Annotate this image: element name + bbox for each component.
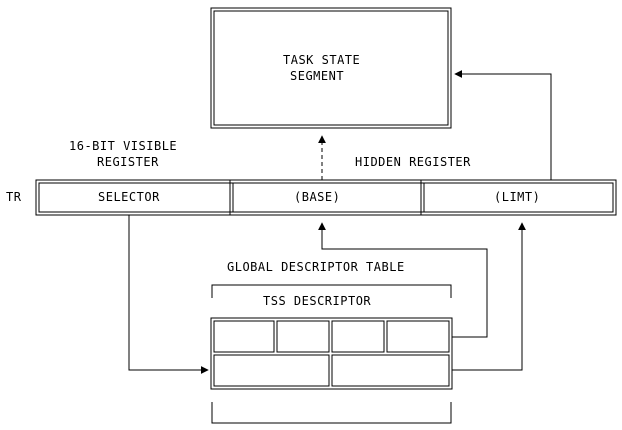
descriptor-to-limit-arrow xyxy=(452,222,526,371)
tss-descriptor-label: TSS DESCRIPTOR xyxy=(263,294,372,308)
selector-to-descriptor-arrow xyxy=(128,215,209,374)
visible-register-label-line2: REGISTER xyxy=(97,155,159,169)
tss-label-line1: TASK STATE xyxy=(283,53,361,67)
descriptor-to-base-arrow xyxy=(318,222,488,338)
visible-register-label-line1: 16-BIT VISIBLE xyxy=(69,139,178,153)
task-state-segment-box xyxy=(210,7,452,129)
tss-label-line2: SEGMENT xyxy=(290,69,345,83)
base-field: (BASE) xyxy=(294,190,341,204)
gdt-structure xyxy=(210,284,453,424)
limit-field: (LIMT) xyxy=(494,190,541,204)
selector-field: SELECTOR xyxy=(98,190,160,204)
hidden-register-label: HIDDEN REGISTER xyxy=(355,155,471,169)
tr-label: TR xyxy=(6,190,22,204)
task-register xyxy=(35,179,617,216)
connectors xyxy=(128,70,552,374)
limit-to-tss-arrow xyxy=(454,70,552,180)
gdt-title: GLOBAL DESCRIPTOR TABLE xyxy=(227,260,405,274)
